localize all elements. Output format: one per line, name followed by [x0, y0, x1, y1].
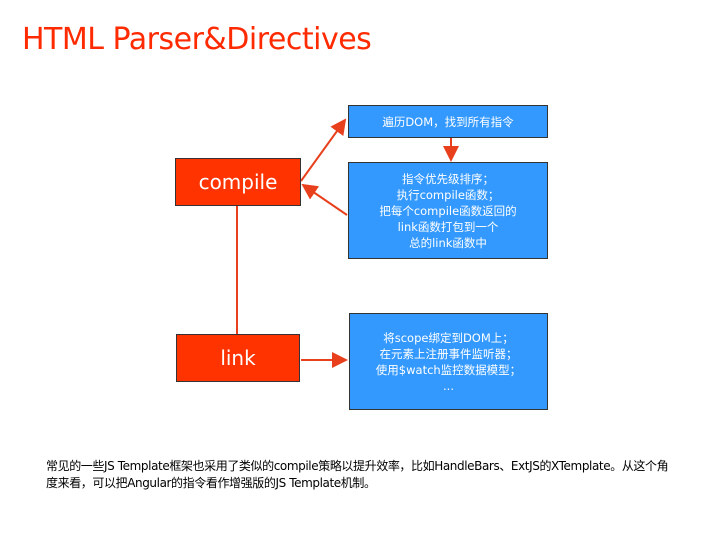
compile-box: compile: [175, 158, 301, 206]
link-box: link: [176, 334, 300, 382]
slide-title: HTML Parser&Directives: [22, 22, 372, 57]
link-step: 在元素上注册事件监听器；: [379, 346, 518, 361]
traverse-box: 遍历DOM，找到所有指令: [348, 105, 548, 138]
arrow-compile-to-traverse: [300, 118, 347, 182]
link-step: ...: [443, 378, 454, 393]
compile-label: compile: [198, 170, 278, 194]
compile-steps-box: 指令优先级排序； 执行compile函数； 把每个compile函数返回的 li…: [348, 162, 548, 259]
link-label: link: [220, 346, 256, 370]
compile-step: 把每个compile函数返回的: [379, 203, 517, 218]
link-steps-box: 将scope绑定到DOM上； 在元素上注册事件监听器； 使用$watch监控数据…: [349, 313, 548, 410]
link-step: 使用$watch监控数据模型；: [375, 362, 522, 377]
arrow-steps-to-compile: [301, 183, 348, 216]
compile-step: link函数打包到一个: [397, 219, 499, 234]
link-step: 将scope绑定到DOM上；: [383, 330, 514, 345]
traverse-label: 遍历DOM，找到所有指令: [382, 114, 514, 129]
compile-step: 总的link函数中: [409, 235, 487, 250]
compile-step: 执行compile函数；: [396, 187, 500, 202]
footnote-text: 常见的一些JS Template框架也采用了类似的compile策略以提升效率，…: [46, 459, 669, 490]
compile-step: 指令优先级排序；: [402, 171, 494, 186]
